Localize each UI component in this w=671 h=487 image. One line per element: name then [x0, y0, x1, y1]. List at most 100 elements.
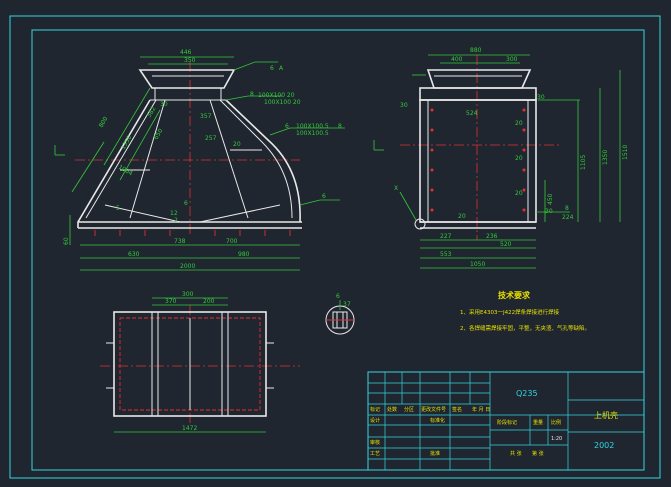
side-dim: 880 [470, 47, 482, 54]
front-top-flange [138, 69, 236, 89]
tb-cell: 审核 [370, 439, 380, 446]
drawing-number: 2002 [594, 441, 614, 450]
side-x-marker [414, 218, 426, 230]
tb-cell: 批准 [430, 450, 440, 457]
front-left-wall [77, 99, 151, 228]
side-dim: 524 [466, 110, 478, 117]
tech-requirements: 技术要求 1、采用E4303一J422焊条焊接进行焊接 2、各焊缝需焊接牢固，平… [460, 290, 590, 332]
front-callout: 100X100.5 [296, 123, 329, 130]
side-top-flange [426, 69, 532, 89]
front-callout: 100X100 20 [258, 92, 295, 99]
front-dim: 1004 [117, 164, 134, 178]
front-callout: 100X100.5 [296, 130, 329, 137]
plan-view: 300 370 200 1472 [100, 291, 300, 433]
front-view: 446 350 800 1350 650 382 357 1004 257 20… [54, 49, 345, 271]
detail-dim: 37 [343, 301, 351, 308]
side-dim: 520 [500, 241, 512, 248]
side-dim: 20 [458, 213, 466, 220]
front-dim: 382 [146, 105, 158, 119]
side-dim: 30 [537, 94, 545, 101]
tb-cell: 工艺 [370, 451, 380, 457]
scale: 1:20 [551, 436, 562, 442]
plan-dim: 370 [165, 298, 177, 305]
tb-cell: 分区 [404, 406, 414, 413]
front-callout: 6 [285, 123, 289, 130]
front-callout: 6 [322, 193, 326, 200]
front-dim: 5 [116, 205, 120, 212]
tb-cell: 第 张 [532, 450, 544, 457]
front-dim: 800 [98, 115, 110, 129]
tb-cell: 标准化 [430, 417, 445, 424]
plan-dim: 1472 [182, 425, 197, 432]
tech-title: 技术要求 [498, 290, 531, 300]
outer-frame [9, 15, 661, 479]
tech-item: 2、各焊缝需焊接牢固，平整，无夹渣、气孔等缺陷。 [460, 324, 590, 332]
plan-outer [113, 311, 267, 417]
part-name: 上机壳 [594, 410, 618, 420]
front-dim: 446 [180, 49, 192, 56]
front-dim: 257 [205, 135, 217, 142]
side-dim: 30 [545, 208, 553, 215]
front-dim: 700 [226, 238, 238, 245]
tb-cell: 签名 [452, 406, 462, 413]
tb-cell: 共 张 [510, 450, 522, 457]
side-top-band [419, 87, 537, 101]
front-dim: 1350 [120, 134, 134, 151]
front-dimension-labels: 446 350 800 1350 650 382 357 1004 257 20… [63, 49, 342, 270]
front-callout: 100X100 20 [264, 99, 301, 106]
side-dim: 1510 [622, 145, 629, 160]
side-dim: 20 [515, 190, 523, 197]
tb-cell: 设计 [370, 417, 380, 424]
side-dim: 224 [562, 214, 574, 221]
side-callout: 8 [565, 205, 569, 212]
front-dim: 6 [184, 200, 188, 207]
tech-item: 1、采用E4303一J422焊条焊接进行焊接 [460, 308, 560, 316]
side-dim: 1105 [580, 155, 587, 170]
front-dim: 630 [128, 251, 140, 258]
front-callout: 6 [270, 65, 274, 72]
front-dim: 738 [174, 238, 186, 245]
tb-cell: 年 月 日 [472, 406, 490, 413]
tb-cell: 重量 [533, 419, 543, 426]
side-dim: 20 [515, 120, 523, 127]
front-callout: 8 [250, 91, 254, 98]
side-dim: 1050 [470, 261, 485, 268]
side-dim: 20 [515, 155, 523, 162]
front-dim: 2000 [180, 263, 195, 270]
front-dim: 12 [170, 210, 178, 217]
material: Q235 [516, 389, 538, 398]
front-dim: 980 [238, 251, 250, 258]
front-dim: 60 [63, 237, 70, 245]
detail-view: 6 37 [325, 293, 355, 335]
side-bolts [430, 108, 526, 212]
tb-cell: 阶段标记 [497, 419, 517, 426]
plan-dim: 200 [203, 298, 215, 305]
front-right-wall [225, 99, 301, 223]
front-callout: A [279, 65, 284, 72]
front-dim: 357 [200, 113, 212, 120]
side-dim: 400 [451, 56, 463, 63]
side-dim: 450 [547, 193, 554, 205]
side-callout: X [394, 185, 398, 192]
front-dim: 650 [153, 127, 165, 141]
plan-dim: 300 [182, 291, 194, 298]
side-view: 880 400 300 30 30 20 20 524 20 20 1105 1… [373, 47, 629, 269]
side-dim: 236 [486, 233, 498, 240]
side-dim: 30 [400, 102, 408, 109]
detail-dim: 6 [336, 293, 340, 300]
plan-dimension-labels: 300 370 200 1472 [165, 291, 215, 432]
front-dim: 20 [233, 141, 241, 148]
side-dim: 1350 [602, 150, 609, 165]
tb-cell: 更改文件号 [421, 406, 446, 413]
tb-cell: 比例 [551, 419, 561, 426]
title-block: Q235 上机壳 2002 标记 处数 分区 更改文件号 签名 年 月 日 设计… [367, 371, 645, 471]
side-dimension-labels: 880 400 300 30 30 20 20 524 20 20 1105 1… [394, 47, 629, 268]
side-dim: 300 [506, 56, 518, 63]
tb-cell: 标记 [370, 406, 380, 413]
tb-cell: 处数 [387, 406, 397, 413]
front-dim: 2 [174, 217, 178, 224]
front-dim: 350 [184, 57, 196, 64]
front-dim: 30 [160, 101, 168, 108]
